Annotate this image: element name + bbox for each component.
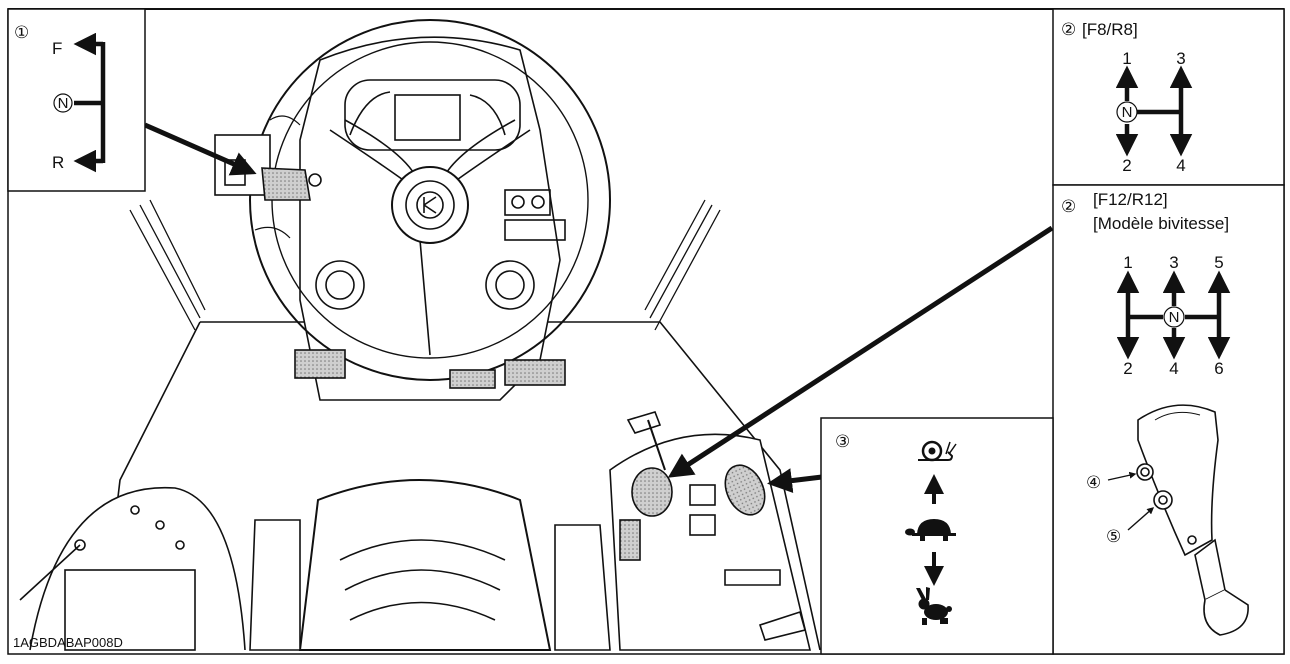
cab-illustration <box>19 19 821 651</box>
neutral-label-f8r8: N <box>1122 104 1133 121</box>
inset-2a-title: [F8/R8] <box>1082 20 1138 39</box>
inset-2a-number: ② <box>1061 20 1076 39</box>
inset-2b-number: ② <box>1061 197 1076 216</box>
pointer-arrows <box>143 122 1054 494</box>
shuttle-forward-label: F <box>52 39 62 58</box>
gear-4-label: 4 <box>1169 359 1178 378</box>
gear-2-label: 2 <box>1122 156 1131 175</box>
gear-3-label: 3 <box>1169 253 1178 272</box>
inset-2b-subtitle: [Modèle bivitesse] <box>1093 214 1229 233</box>
button-5-label: ⑤ <box>1106 527 1121 546</box>
figure-code: 1AGBDABAP008D <box>13 635 123 650</box>
shuttle-reverse-label: R <box>52 153 64 172</box>
inset-3-number: ③ <box>835 432 850 451</box>
gear-4-label: 4 <box>1176 156 1185 175</box>
gear-1-label: 1 <box>1122 49 1131 68</box>
inset-1-shuttle: ① F R N <box>7 8 146 192</box>
inset-2a-f8r8: ② [F8/R8] 1 3 2 4 N <box>1052 8 1285 186</box>
gear-3-label: 3 <box>1176 49 1185 68</box>
rabbit-icon <box>916 587 952 625</box>
inset-1-number: ① <box>14 23 29 42</box>
inset-2b-f12r12: ② [F12/R12] [Modèle bivitesse] 1 3 5 2 4… <box>1052 184 1285 655</box>
inset-2b-title: [F12/R12] <box>1093 190 1168 209</box>
gear-5-label: 5 <box>1214 253 1223 272</box>
snail-icon <box>918 440 957 462</box>
gear-knob-illustration <box>1136 404 1249 636</box>
gear-pattern-f12r12 <box>1116 270 1231 360</box>
inset-3-range: ③ <box>820 417 1054 655</box>
shuttle-neutral-label: N <box>58 95 69 112</box>
shuttle-pattern <box>73 32 106 173</box>
gear-6-label: 6 <box>1214 359 1223 378</box>
neutral-label-f12r12: N <box>1169 309 1180 326</box>
button-4-label: ④ <box>1086 473 1101 492</box>
gear-2-label: 2 <box>1123 359 1132 378</box>
gear-1-label: 1 <box>1123 253 1132 272</box>
gear-pattern-f8r8 <box>1115 65 1193 157</box>
turtle-icon <box>905 519 956 541</box>
neutral-circle <box>53 93 73 113</box>
